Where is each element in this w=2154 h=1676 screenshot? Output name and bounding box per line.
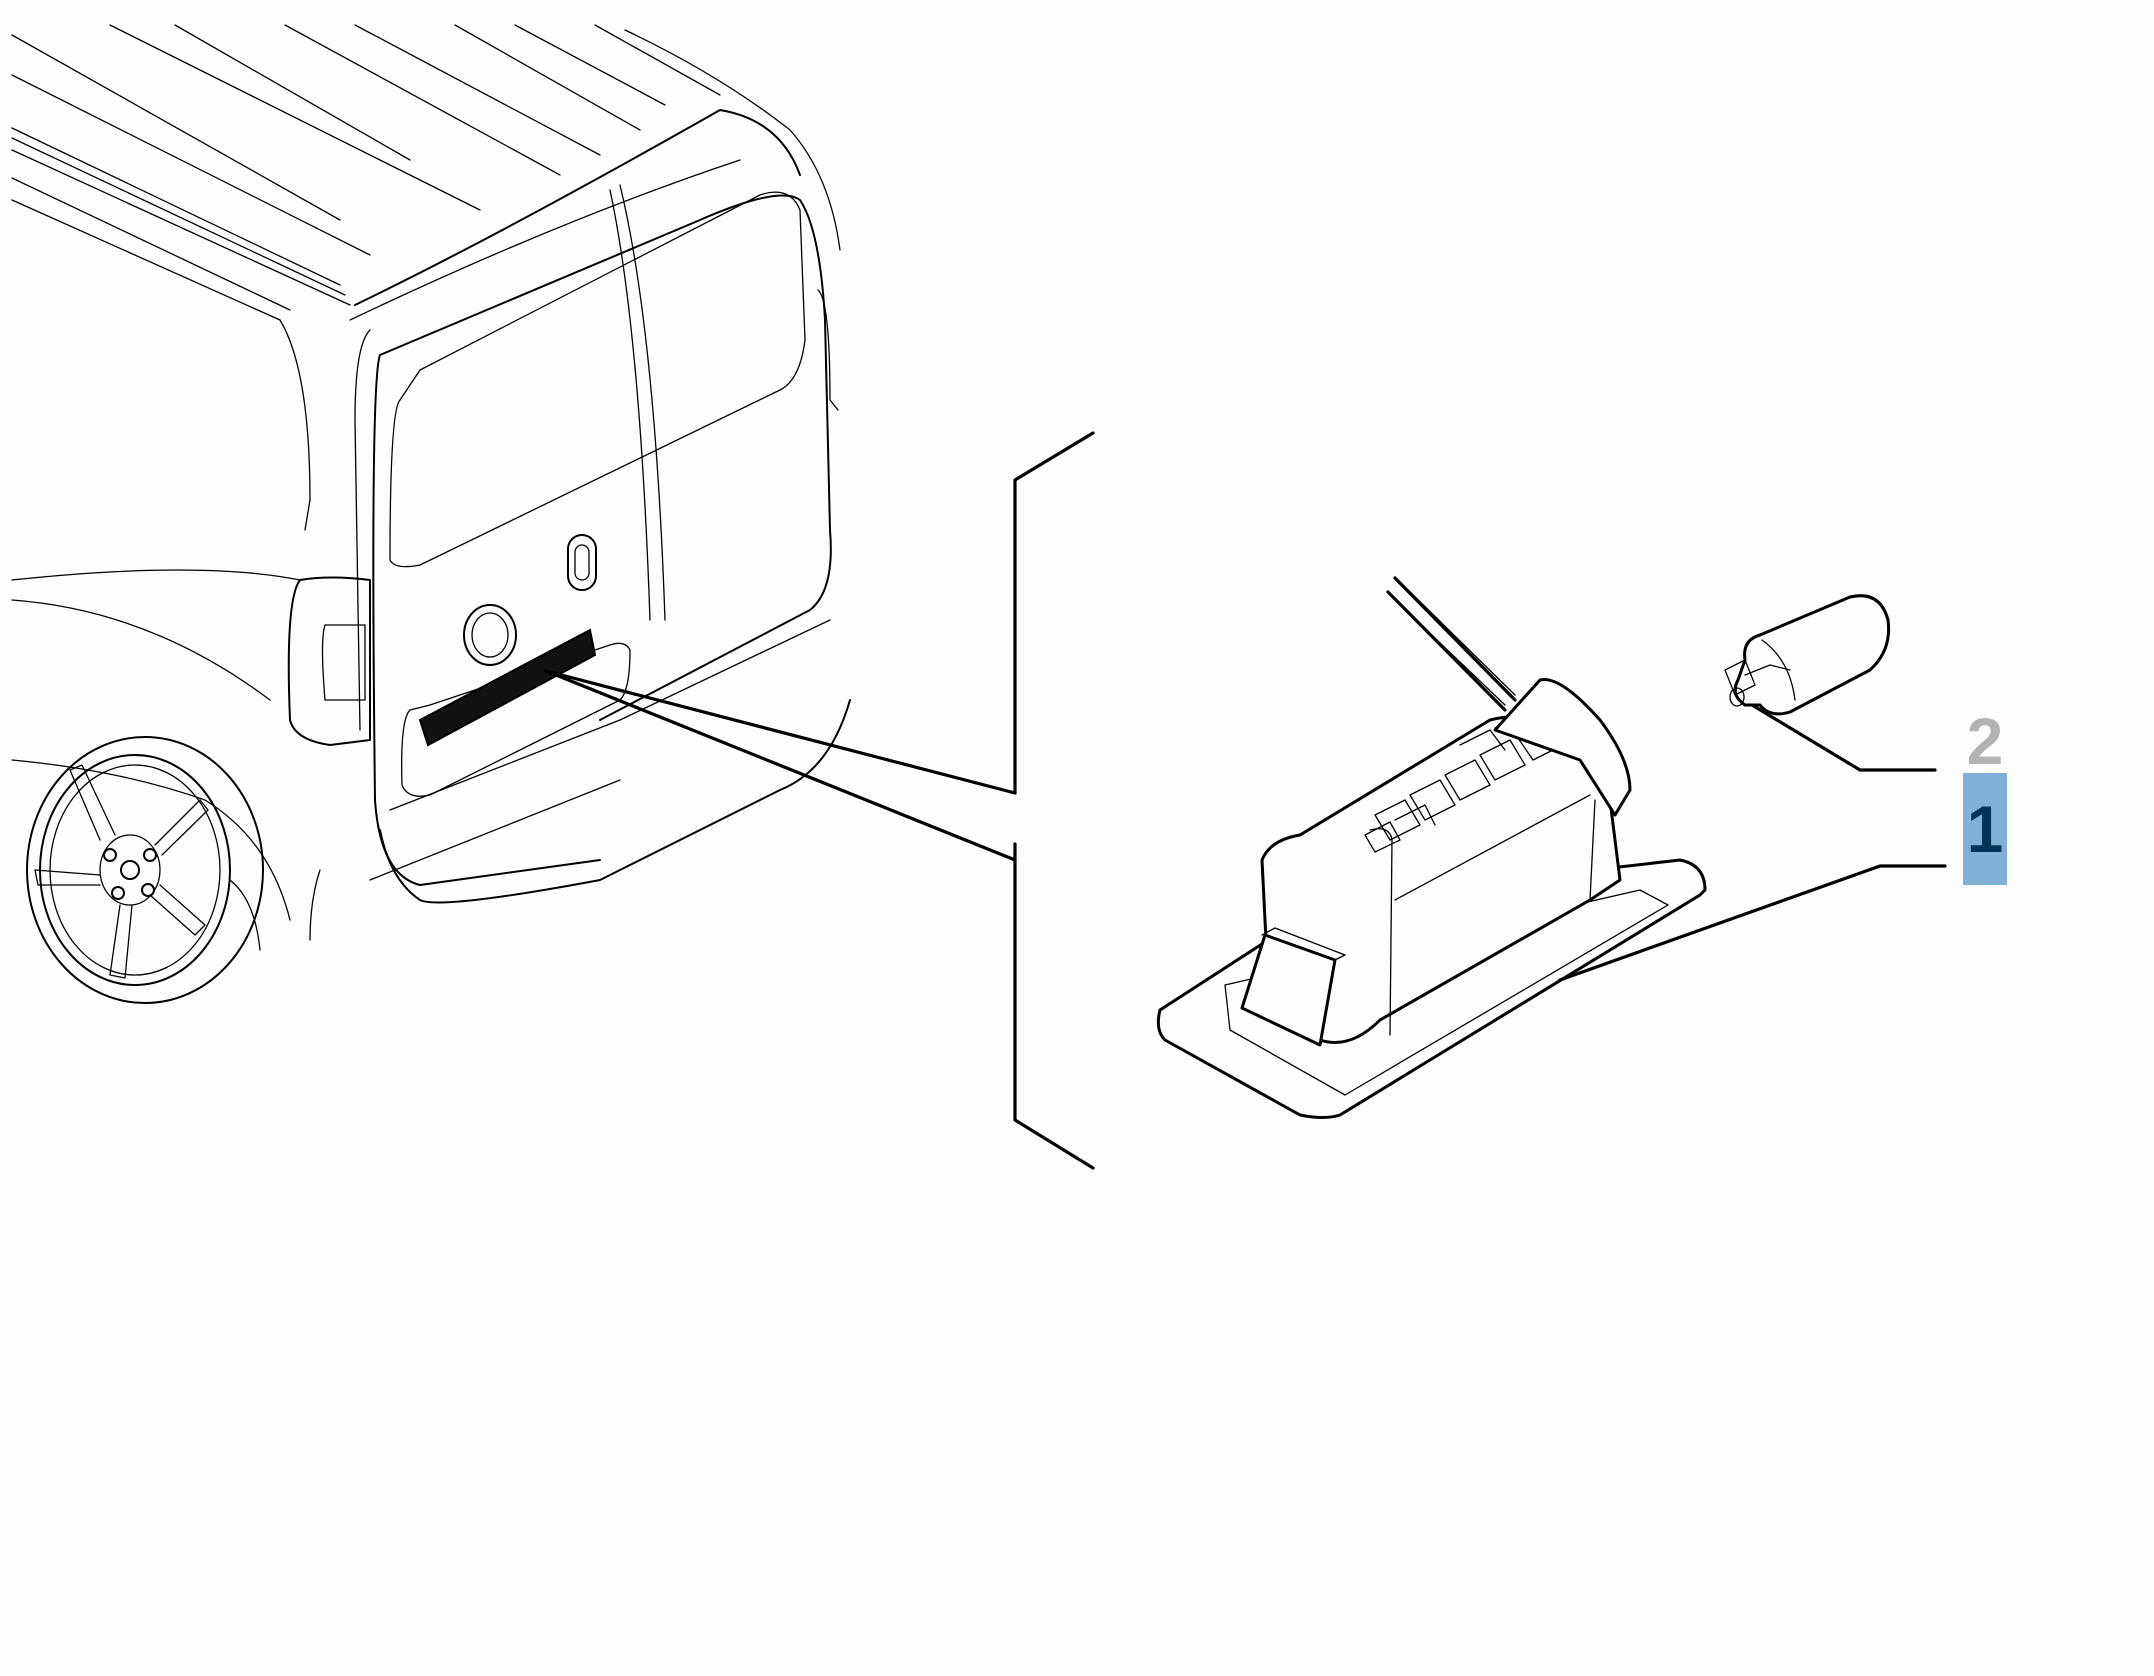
callout-label-2[interactable]: 2	[1966, 704, 2004, 778]
leader-lines	[544, 431, 1095, 1170]
van-illustration	[11, 24, 851, 1004]
wheel	[26, 736, 264, 1004]
bulb	[1724, 594, 1937, 772]
license-plate-lamp	[1156, 576, 1947, 1119]
callout-label-1-selected[interactable]: 1	[1963, 773, 2007, 885]
